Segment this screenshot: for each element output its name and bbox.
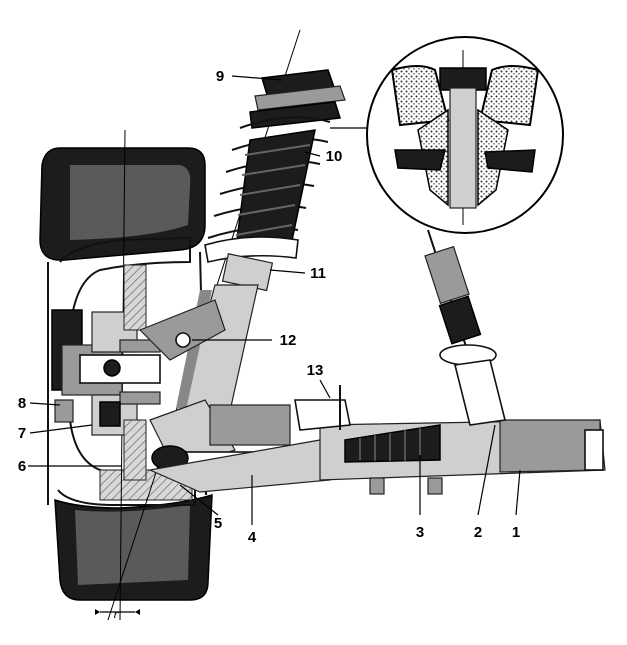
callout-10: 10 bbox=[326, 148, 343, 165]
callout-11: 11 bbox=[310, 265, 326, 282]
callout-4: 4 bbox=[248, 529, 257, 546]
callout-1: 1 bbox=[512, 524, 520, 541]
callout-leaders bbox=[28, 75, 521, 525]
spring-seat bbox=[204, 236, 299, 292]
callout-7: 7 bbox=[18, 425, 26, 442]
scrub-radius-dimension: r bbox=[95, 606, 140, 621]
scrub-radius-label: r bbox=[113, 606, 119, 621]
callout-labels: 1 2 3 4 5 6 7 8 9 10 11 12 13 bbox=[18, 68, 520, 546]
upper-mount-detail-inset bbox=[330, 36, 564, 234]
callout-6: 6 bbox=[18, 458, 26, 475]
callout-9: 9 bbox=[216, 68, 224, 85]
callout-2: 2 bbox=[474, 524, 482, 541]
stabilizer-link bbox=[294, 385, 351, 431]
callout-13: 13 bbox=[307, 362, 324, 379]
callout-12: 12 bbox=[280, 332, 297, 349]
callout-8: 8 bbox=[18, 395, 26, 412]
rack-gaiter bbox=[344, 424, 441, 463]
tyre bbox=[39, 147, 213, 601]
bump-stop-bellows bbox=[234, 129, 316, 256]
steering-column bbox=[424, 229, 506, 426]
upper-strut-mount bbox=[249, 69, 346, 129]
callout-3: 3 bbox=[416, 524, 424, 541]
lower-control-arm bbox=[147, 404, 331, 493]
callout-5: 5 bbox=[214, 515, 222, 532]
wheel-hub-assembly bbox=[51, 264, 161, 481]
